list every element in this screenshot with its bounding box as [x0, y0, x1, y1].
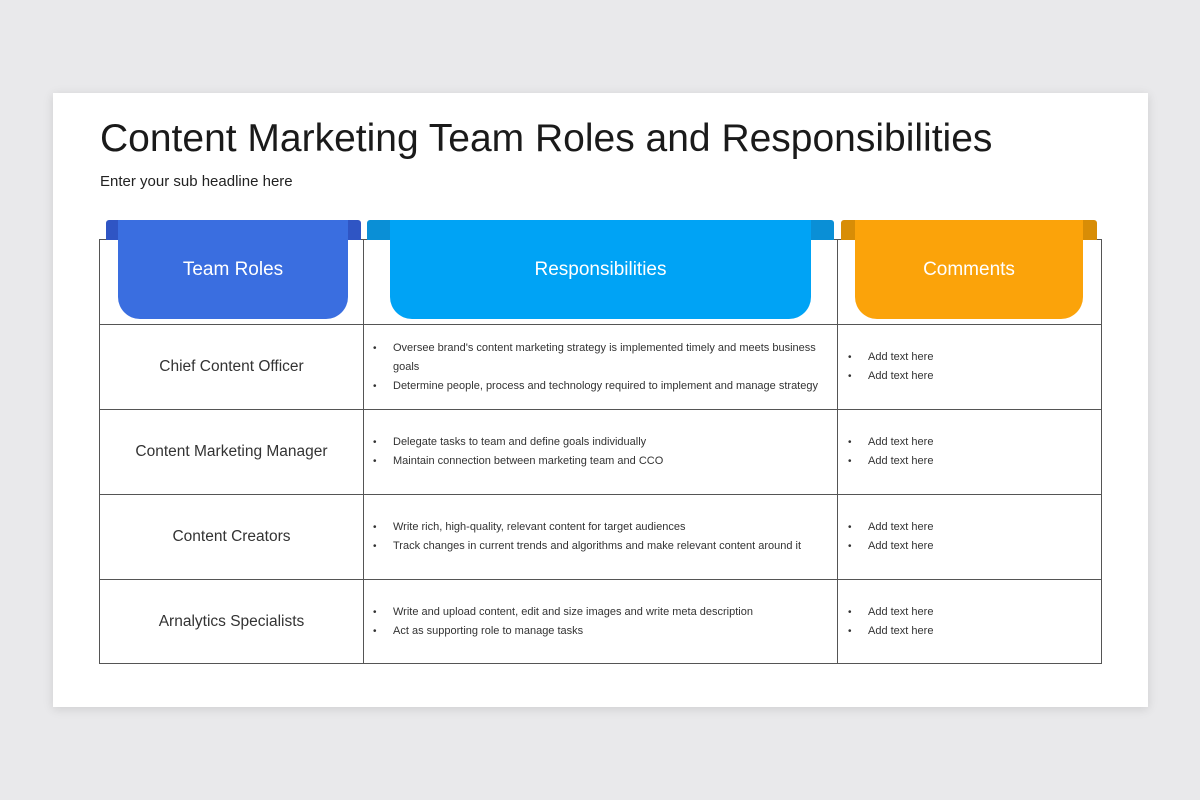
- list-item: Add text here: [848, 452, 933, 471]
- comments-list: Add text here Add text here: [848, 603, 933, 641]
- header-tab-team-roles: Team Roles: [106, 220, 361, 319]
- row-divider: [100, 324, 1101, 325]
- table-row-role: Content Creators: [172, 528, 291, 545]
- column-divider: [363, 240, 364, 663]
- comments-cell: Add text here Add text here: [848, 495, 1102, 579]
- responsibilities-list: Write and upload content, edit and size …: [373, 603, 753, 641]
- list-item: Add text here: [848, 433, 933, 452]
- header-label: Comments: [855, 220, 1083, 319]
- list-item: Add text here: [848, 367, 933, 386]
- list-item: Oversee brand's content marketing strate…: [373, 339, 837, 377]
- comments-cell: Add text here Add text here: [848, 325, 1102, 409]
- responsibilities-cell: Delegate tasks to team and define goals …: [373, 410, 837, 494]
- table-row-role: Arnalytics Specialists: [158, 613, 305, 630]
- header-label: Responsibilities: [390, 220, 811, 319]
- list-item: Add text here: [848, 537, 933, 556]
- header-tab-comments: Comments: [841, 220, 1097, 319]
- responsibilities-list: Write rich, high-quality, relevant conte…: [373, 518, 801, 556]
- row-divider: [100, 409, 1101, 410]
- comments-list: Add text here Add text here: [848, 518, 933, 556]
- list-item: Maintain connection between marketing te…: [373, 452, 663, 471]
- list-item: Write and upload content, edit and size …: [373, 603, 753, 622]
- row-divider: [100, 579, 1101, 580]
- comments-cell: Add text here Add text here: [848, 580, 1102, 664]
- responsibilities-cell: Oversee brand's content marketing strate…: [373, 325, 837, 409]
- list-item: Add text here: [848, 603, 933, 622]
- comments-list: Add text here Add text here: [848, 433, 933, 471]
- list-item: Act as supporting role to manage tasks: [373, 622, 753, 641]
- list-item: Add text here: [848, 348, 933, 367]
- slide: Content Marketing Team Roles and Respons…: [53, 93, 1148, 707]
- column-divider: [837, 240, 838, 663]
- list-item: Determine people, process and technology…: [373, 377, 837, 396]
- row-divider: [100, 494, 1101, 495]
- responsibilities-cell: Write rich, high-quality, relevant conte…: [373, 495, 837, 579]
- list-item: Write rich, high-quality, relevant conte…: [373, 518, 801, 537]
- comments-list: Add text here Add text here: [848, 348, 933, 386]
- table-row-role: Chief Content Officer: [159, 358, 304, 375]
- header-label: Team Roles: [118, 220, 348, 319]
- comments-cell: Add text here Add text here: [848, 410, 1102, 494]
- slide-title: Content Marketing Team Roles and Respons…: [100, 117, 993, 160]
- table-row-role: Content Marketing Manager: [135, 443, 328, 460]
- list-item: Add text here: [848, 622, 933, 641]
- slide-subtitle: Enter your sub headline here: [100, 173, 293, 190]
- header-tab-responsibilities: Responsibilities: [367, 220, 834, 319]
- list-item: Delegate tasks to team and define goals …: [373, 433, 663, 452]
- responsibilities-list: Oversee brand's content marketing strate…: [373, 339, 837, 396]
- roles-table: Chief Content Officer Oversee brand's co…: [99, 239, 1102, 664]
- list-item: Add text here: [848, 518, 933, 537]
- list-item: Track changes in current trends and algo…: [373, 537, 801, 556]
- responsibilities-list: Delegate tasks to team and define goals …: [373, 433, 663, 471]
- responsibilities-cell: Write and upload content, edit and size …: [373, 580, 837, 664]
